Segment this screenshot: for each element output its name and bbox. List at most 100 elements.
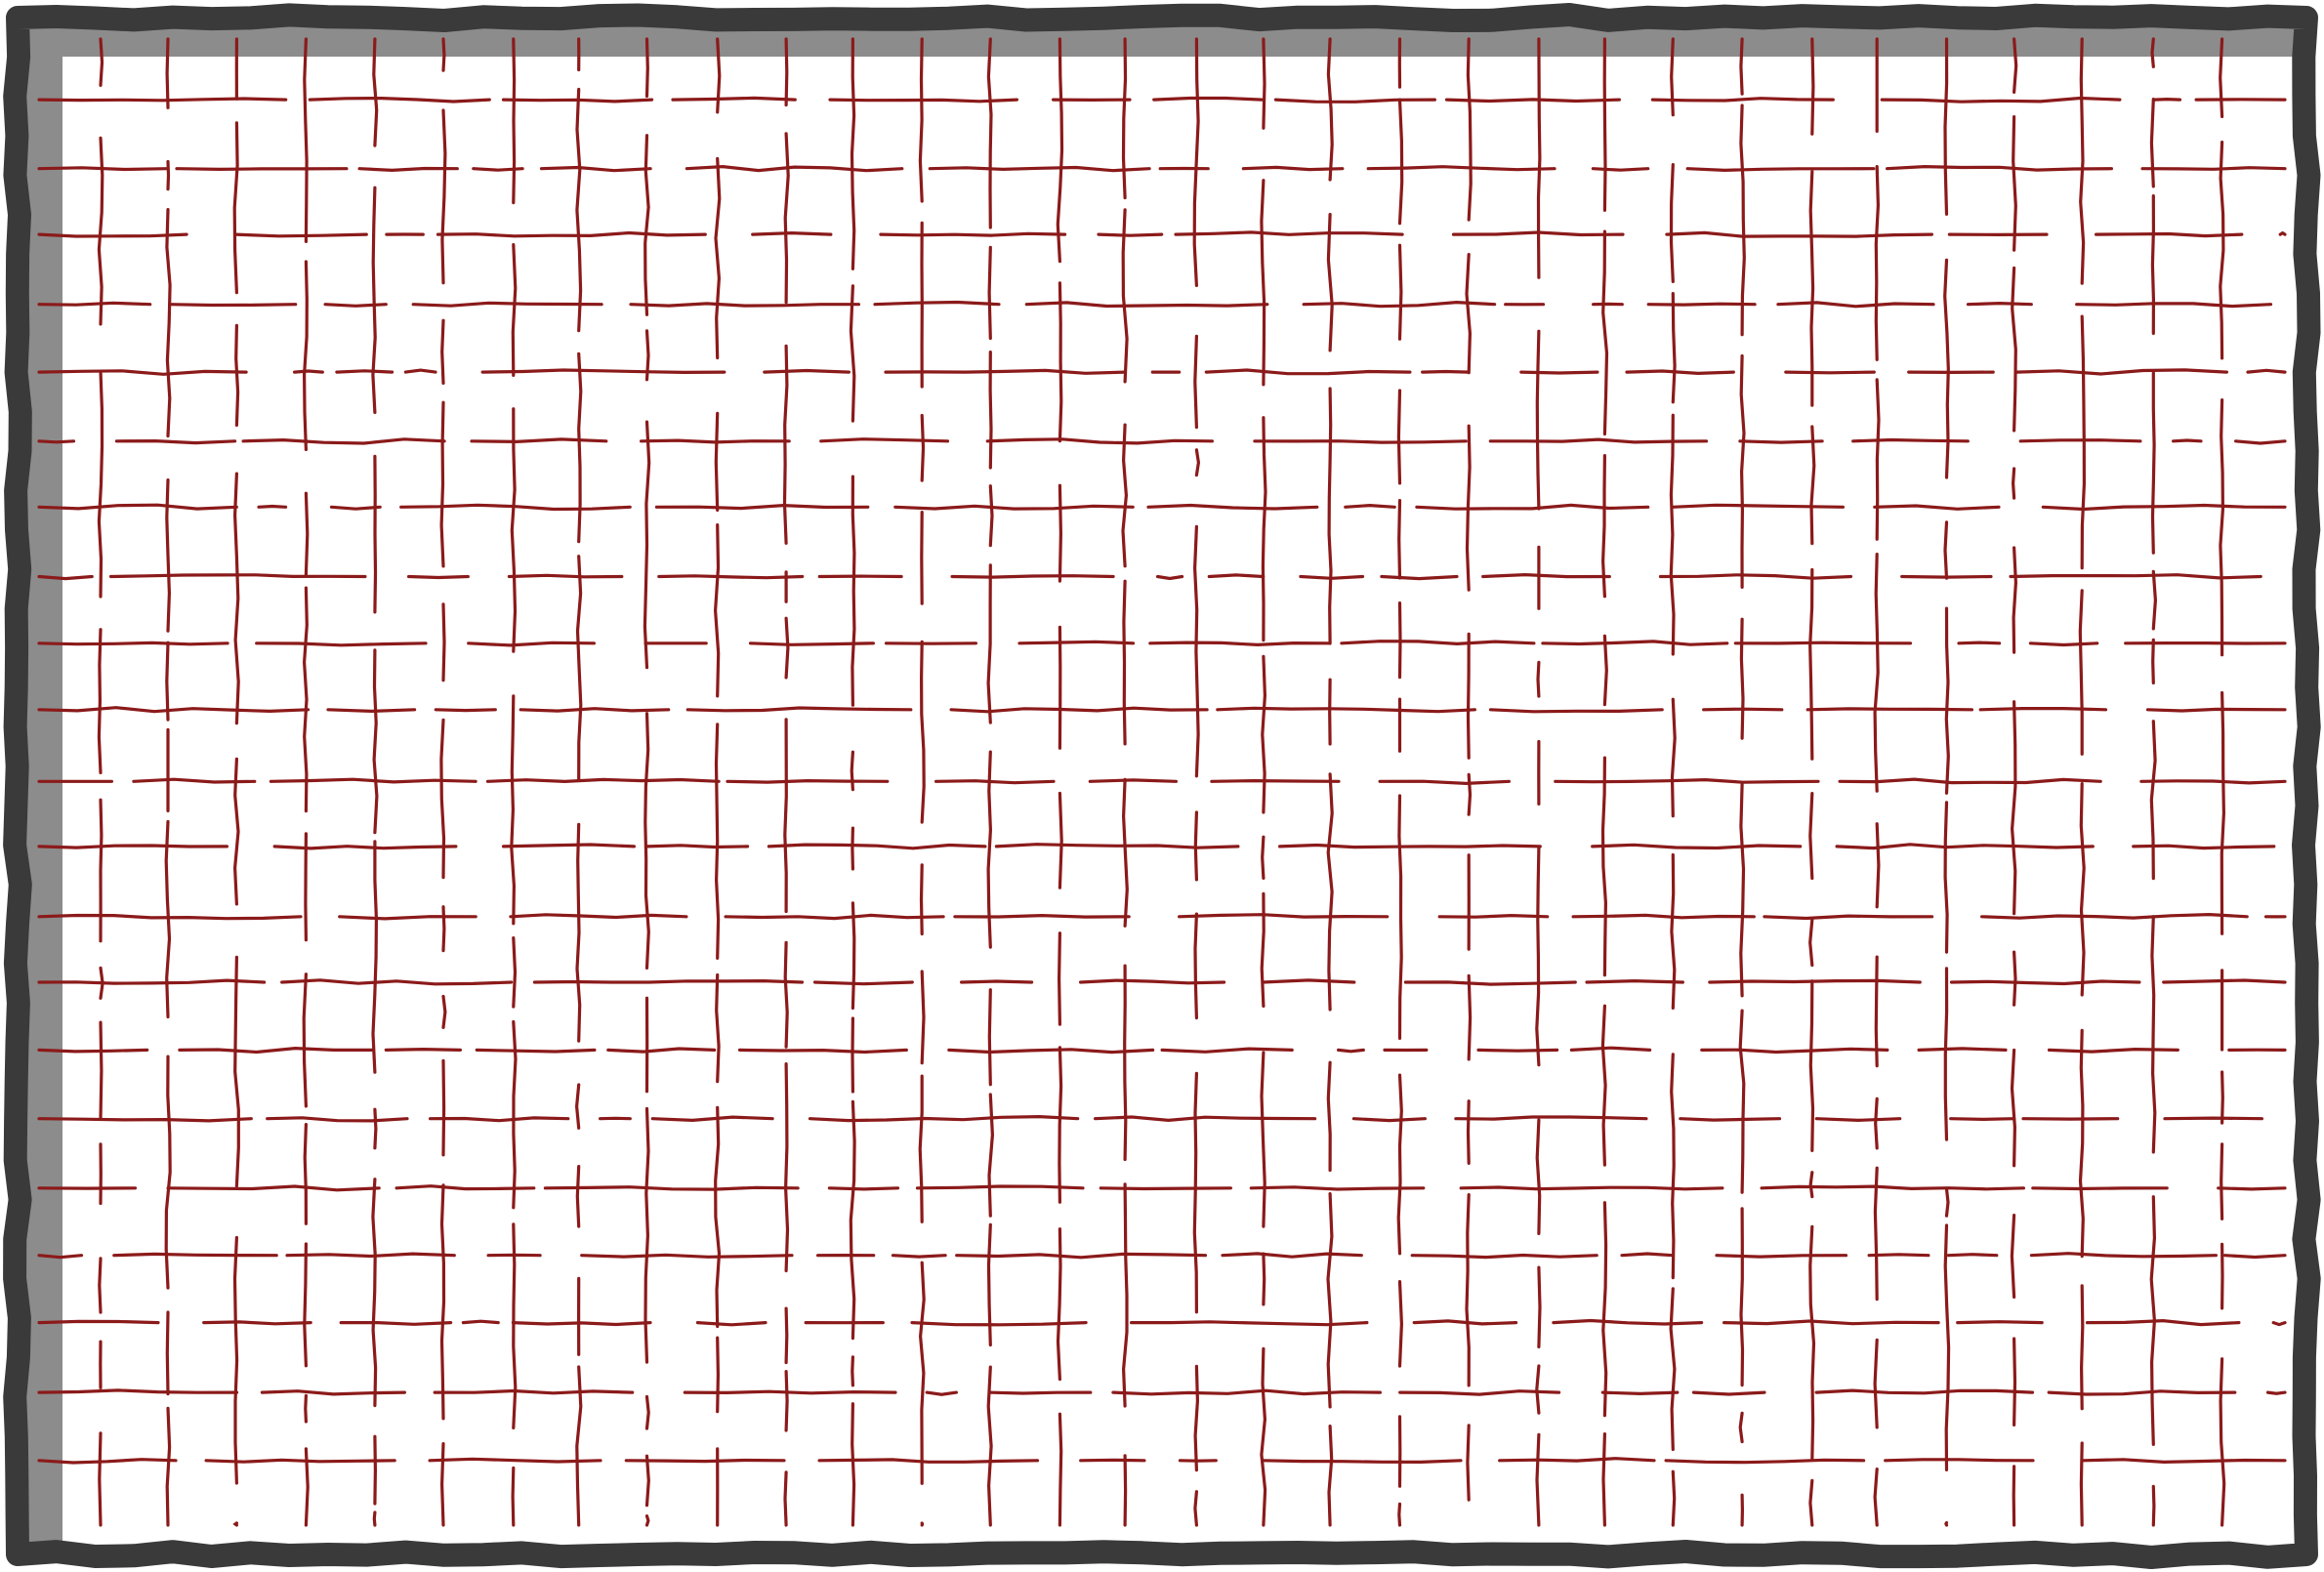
board-frame [3, 3, 2321, 1569]
maze-wall-vertical [2079, 1284, 2085, 1411]
maze-wall-horizontal [293, 369, 324, 374]
maze-wall-horizontal [1625, 369, 1735, 376]
maze-wall-vertical [849, 284, 856, 423]
maze-wall-horizontal [255, 641, 428, 647]
maze-wall-horizontal [1366, 165, 1556, 172]
maze-wall-vertical [2010, 1214, 2016, 1299]
maze-wall-vertical [574, 1083, 581, 1130]
maze-wall-vertical [1874, 1096, 1879, 1150]
maze-wall-vertical [1943, 801, 1949, 954]
maze-wall-horizontal [436, 230, 707, 238]
maze-wall-vertical [851, 475, 856, 707]
maze-wall-vertical [2013, 1337, 2017, 1427]
maze-wall-vertical [510, 694, 517, 926]
maze-wall-horizontal [1216, 706, 1476, 714]
maze-wall-vertical [918, 1261, 926, 1485]
maze-wall-horizontal [2246, 368, 2287, 374]
maze-wall-vertical [2220, 1142, 2224, 1220]
maze-wall-vertical [2149, 720, 2157, 881]
maze-wall-horizontal [1488, 708, 1664, 714]
maze-wall-horizontal [726, 778, 890, 784]
maze-wall-horizontal [1278, 843, 1542, 849]
maze-wall-vertical [2012, 546, 2018, 654]
maze-wall-horizontal [326, 708, 417, 714]
maze-wall-horizontal [645, 844, 750, 849]
maze-wall-vertical [1465, 1193, 1471, 1387]
maze-wall-horizontal [1665, 230, 1933, 238]
maze-wall-horizontal [657, 574, 805, 580]
maze-wall-horizontal [37, 1117, 253, 1123]
maze-wall-horizontal [1207, 573, 1266, 579]
maze-wall-vertical [303, 1242, 308, 1368]
maze-wall-vertical [1602, 37, 1607, 212]
maze-wall-horizontal [339, 1321, 453, 1326]
maze-wall-vertical [166, 159, 171, 191]
maze-wall-vertical [988, 484, 994, 548]
maze-wall-horizontal [1130, 1320, 1369, 1327]
maze-wall-vertical [1600, 1004, 1607, 1167]
maze-wall-vertical [2013, 37, 2018, 94]
maze-wall-vertical [575, 822, 582, 1043]
maze-wall-vertical [1121, 777, 1129, 928]
maze-wall-horizontal [1571, 913, 1756, 920]
maze-wall-horizontal [1541, 640, 1729, 646]
maze-wall-horizontal [928, 165, 1151, 173]
maze-wall-vertical [1056, 37, 1064, 264]
maze-wall-vertical [373, 1107, 378, 1150]
maze-wall-vertical [1193, 912, 1198, 1020]
maze-wall-vertical [1671, 1469, 1677, 1527]
maze-wall-vertical [644, 37, 649, 99]
maze-wall-vertical [2013, 950, 2017, 1007]
maze-wall-vertical [1600, 756, 1608, 977]
maze-wall-vertical [1808, 567, 1814, 761]
maze-wall-horizontal [1760, 1184, 2025, 1191]
maze-wall-horizontal [949, 706, 1209, 714]
maze-wall-vertical [1466, 37, 1473, 222]
maze-wall-vertical [1467, 772, 1473, 816]
maze-wall-vertical [1260, 1051, 1266, 1228]
maze-wall-horizontal [2163, 1116, 2263, 1121]
maze-wall-horizontal [1444, 98, 1621, 103]
maze-wall-horizontal [323, 303, 388, 308]
maze-wall-vertical [164, 1055, 172, 1290]
maze-wall-vertical [1739, 37, 1744, 96]
maze-wall-horizontal [934, 779, 1056, 785]
maze-wall-vertical [441, 905, 446, 953]
maze-wall-horizontal [580, 1253, 794, 1259]
maze-wall-horizontal [394, 1184, 536, 1191]
maze-wall-vertical [2011, 266, 2017, 433]
maze-wall-vertical [850, 37, 856, 270]
maze-wall-horizontal [519, 707, 671, 713]
maze-wall-horizontal [1210, 778, 1341, 783]
maze-wall-vertical [575, 555, 583, 781]
maze-wall-horizontal [1498, 1457, 1656, 1463]
maze-wall-horizontal [737, 1048, 908, 1055]
maze-wall-vertical [643, 420, 651, 670]
maze-wall-vertical [783, 1470, 788, 1527]
maze-wall-vertical [644, 1394, 650, 1430]
maze-walls [37, 37, 2287, 1527]
maze-wall-vertical [1466, 632, 1471, 760]
maze-wall-vertical [987, 988, 992, 1087]
maze-wall-vertical [2010, 700, 2017, 916]
maze-wall-horizontal [1552, 1318, 1704, 1326]
maze-wall-horizontal [37, 641, 229, 646]
maze-wall-vertical [302, 972, 308, 1108]
maze-wall-horizontal [1221, 1252, 1363, 1259]
maze-wall-horizontal [429, 1116, 570, 1123]
maze-wall-vertical [1943, 967, 1949, 1141]
maze-wall-horizontal [1956, 1320, 2044, 1325]
maze-wall-horizontal [1178, 913, 1390, 919]
maze-wall-horizontal [168, 303, 298, 308]
maze-wall-vertical [2150, 371, 2156, 555]
maze-wall-horizontal [539, 165, 652, 173]
maze-wall-horizontal [1079, 1458, 1146, 1463]
maze-wall-horizontal [2234, 439, 2287, 445]
maze-wall-horizontal [433, 1388, 635, 1395]
maze-wall-vertical [1601, 229, 1609, 436]
maze-wall-horizontal [1980, 912, 2249, 920]
maze-wall-vertical [782, 344, 789, 545]
maze-wall-vertical [99, 37, 104, 87]
